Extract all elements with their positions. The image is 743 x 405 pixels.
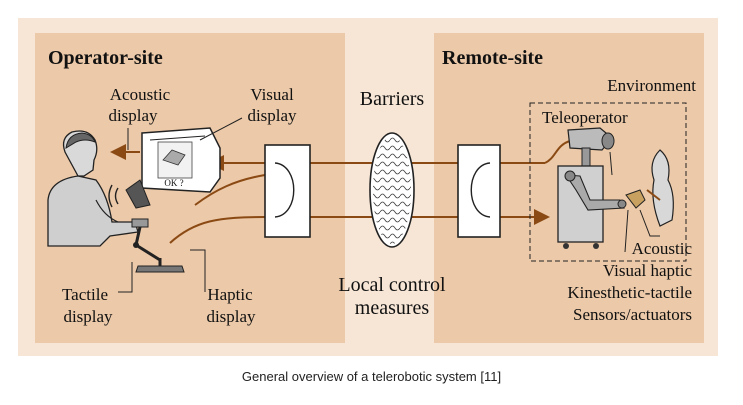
visual-display-label-2: display: [247, 106, 297, 125]
operator-site-title: Operator-site: [48, 47, 163, 69]
environment-object: [646, 149, 674, 227]
environment-boundary: [529, 102, 687, 262]
remote-interface-box: [457, 144, 501, 238]
remote-site-title: Remote-site: [442, 47, 543, 69]
operator-box-curve: [274, 162, 295, 218]
environment-label: Environment: [607, 76, 696, 95]
teleoperator-label: Teleoperator: [542, 108, 628, 127]
haptic-display-label-1: Haptic: [207, 285, 253, 304]
haptic-device: [131, 218, 185, 273]
monitor-text: OK ?: [164, 178, 183, 188]
remote-box-curve: [470, 162, 491, 218]
teleoperator-robot: [544, 127, 646, 249]
visual-display-label-1: Visual: [250, 85, 294, 104]
visual-feedback-curve: [194, 174, 266, 206]
tactile-display-label-2: display: [63, 307, 113, 326]
local-control-label-2: measures: [355, 297, 430, 319]
barrier-lens-pattern: [373, 136, 411, 244]
sensor-label-sensors-actuators: Sensors/actuators: [573, 305, 692, 324]
acoustic-display-label-1: Acoustic: [110, 85, 171, 104]
visual-display-monitor: OK ?: [141, 127, 221, 193]
operator-person: [47, 130, 139, 247]
acoustic-display-label-2: display: [108, 106, 158, 125]
speaker-icon: [108, 179, 151, 209]
barriers-label: Barriers: [360, 88, 425, 110]
command-arrow-left: [169, 216, 266, 244]
haptic-display-label-2: display: [206, 307, 256, 326]
tactile-display-label-1: Tactile: [62, 285, 108, 304]
figure-caption: General overview of a telerobotic system…: [241, 369, 502, 384]
operator-interface-box: [264, 144, 311, 238]
sensor-label-kinesthetic: Kinesthetic-tactile: [567, 283, 692, 302]
local-control-label-1: Local control: [338, 274, 446, 296]
sensor-label-visual-haptic: Visual haptic: [603, 261, 693, 280]
sensor-label-acoustic: Acoustic: [632, 239, 693, 258]
